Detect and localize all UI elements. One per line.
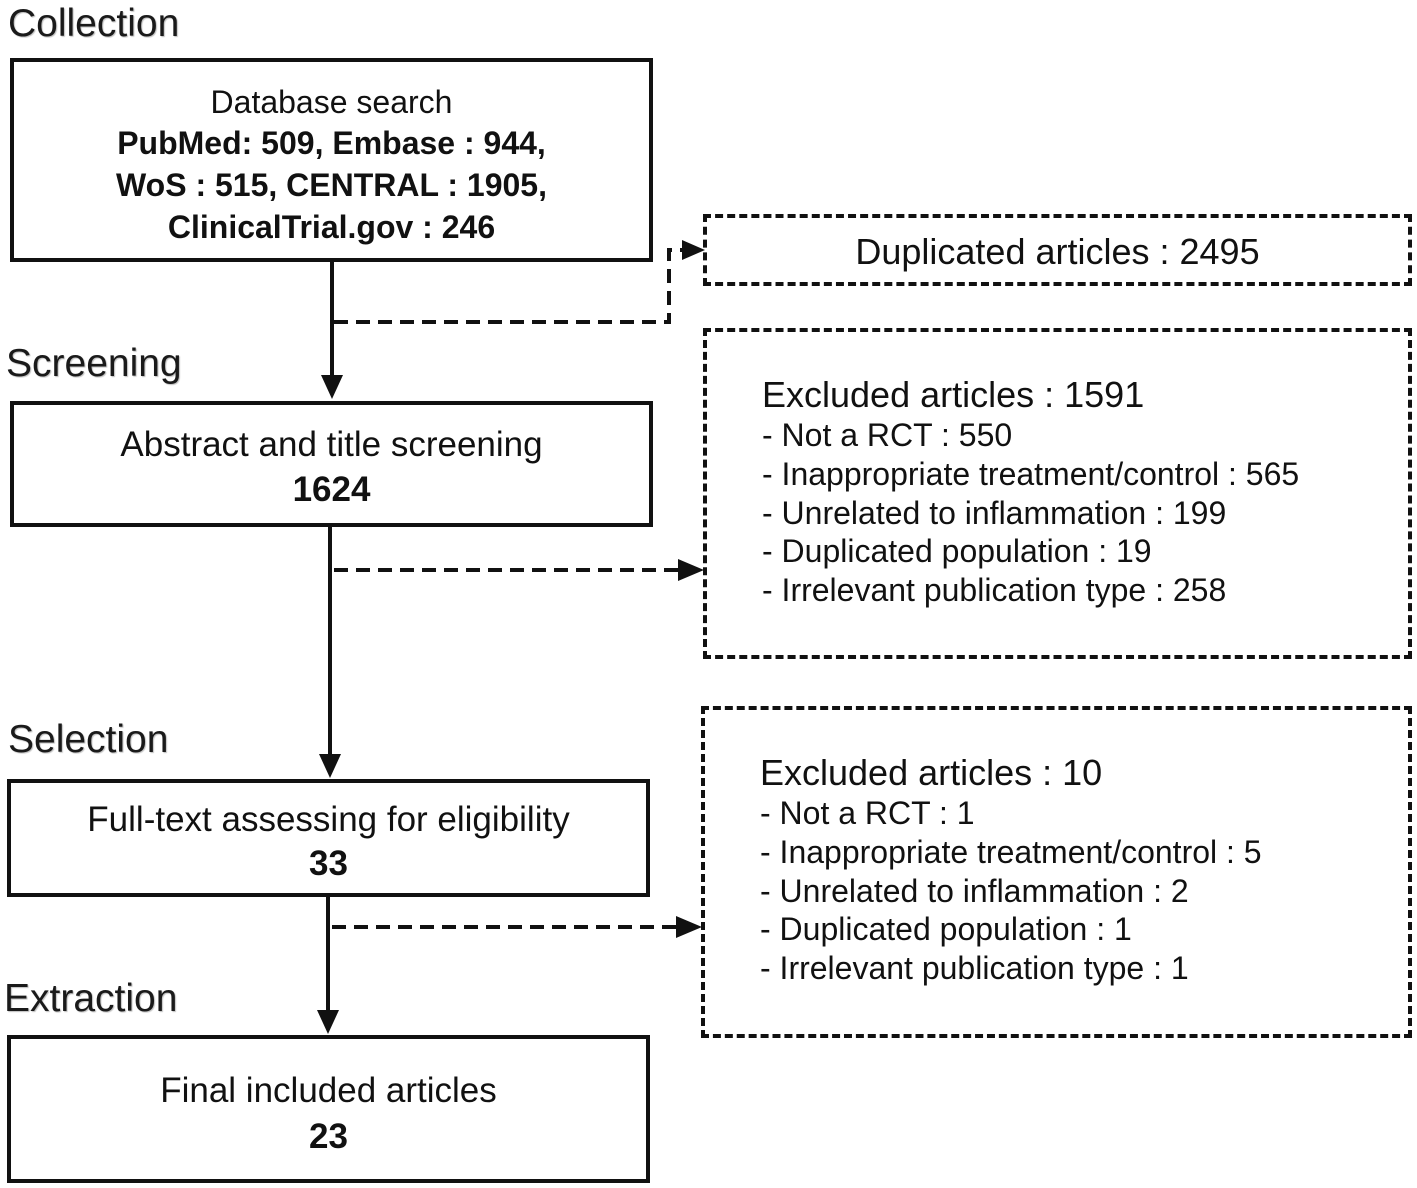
selection-exclusions-title: Excluded articles : 10 [760,752,1103,793]
database-counts-line-3: ClinicalTrial.gov : 246 [167,209,496,245]
selection-exclusions-box: Excluded articles : 10 - Not a RCT : 1 -… [701,706,1412,1038]
database-counts-line-2: WoS : 515, CENTRAL : 1905, [116,167,547,203]
stage-label-collection: Collection [8,2,180,45]
selection-exclusions-list: Excluded articles : 10 - Not a RCT : 1 -… [760,752,1262,988]
screening-exclusions-list: Excluded articles : 1591 - Not a RCT : 5… [762,374,1299,610]
database-search-box: Database search PubMed: 509, Embase : 94… [10,58,653,262]
stage-label-selection: Selection [8,718,169,761]
arrowhead-screening [321,375,343,399]
database-counts-line-1: PubMed: 509, Embase : 944, [117,125,546,161]
screening-exclusions-title: Excluded articles : 1591 [762,374,1145,415]
main-flow-arrows [326,262,334,1014]
screening-exclusion-item: - Unrelated to inflammation : 199 [762,494,1227,531]
final-included-box: Final included articles 23 [7,1035,650,1183]
database-search-title: Database search [210,84,453,120]
final-included-title: Final included articles [160,1071,497,1110]
final-included-count: 23 [309,1117,348,1156]
selection-exclusion-item: - Not a RCT : 1 [760,795,975,831]
screening-title: Abstract and title screening [120,425,543,464]
stage-label-screening: Screening [6,342,182,385]
screening-exclusion-item: - Not a RCT : 550 [762,417,1013,453]
screening-exclusion-item: - Duplicated population : 19 [762,533,1152,570]
selection-exclusion-item: - Unrelated to inflammation : 2 [760,872,1189,909]
screening-exclusion-item: - Irrelevant publication type : 258 [762,572,1227,609]
selection-exclusion-item: - Irrelevant publication type : 1 [760,950,1189,987]
arrowhead-extraction [317,1010,339,1034]
stage-label-extraction: Extraction [4,977,178,1020]
selection-title: Full-text assessing for eligibility [87,800,570,839]
arrowhead-selection-exclusions [676,916,702,938]
duplicated-articles-box: Duplicated articles : 2495 [703,214,1412,286]
arrowhead-duplicates [682,240,705,260]
screening-exclusions-box: Excluded articles : 1591 - Not a RCT : 5… [703,328,1412,659]
screening-count: 1624 [292,470,371,509]
arrowhead-selection [319,754,341,778]
screening-exclusion-item: - Inappropriate treatment/control : 565 [762,455,1300,492]
selection-exclusion-item: - Duplicated population : 1 [760,911,1132,948]
selection-exclusion-item: - Inappropriate treatment/control : 5 [760,833,1262,870]
selection-count: 33 [309,844,348,883]
duplicated-articles-text: Duplicated articles : 2495 [855,231,1260,272]
screening-box: Abstract and title screening 1624 [10,401,653,527]
arrowhead-screening-exclusions [678,559,704,581]
selection-box: Full-text assessing for eligibility 33 [7,779,650,897]
